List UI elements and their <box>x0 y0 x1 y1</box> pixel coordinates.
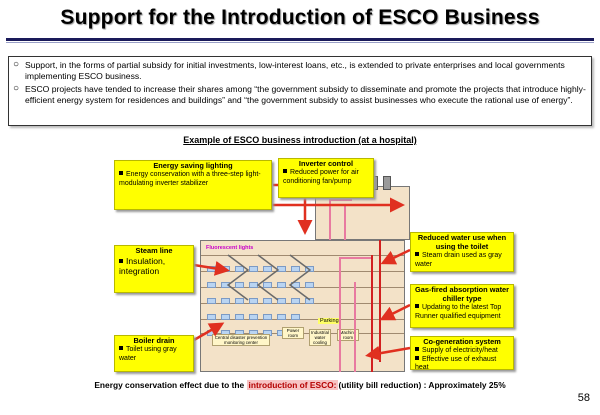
water-cooling-label: Industrial water cooling <box>309 329 331 346</box>
bullet-square-icon <box>283 169 287 173</box>
callout-body: Reduced power for air conditioning fan/p… <box>283 169 359 185</box>
callout-head: Steam line <box>135 246 173 255</box>
intro-box: ○ Support, in the forms of partial subsi… <box>8 56 592 126</box>
example-title: Example of ESCO business introduction (a… <box>183 135 417 145</box>
energy-conservation-summary: Energy conservation effect due to the in… <box>0 380 600 390</box>
callout-body: Steam drain used as gray water <box>415 252 502 268</box>
bullet-square-icon <box>415 347 419 351</box>
floor-line <box>201 319 404 320</box>
central-monitoring-label: Central disaster prevention monitoring c… <box>212 334 270 346</box>
bullet-square-icon <box>415 252 419 256</box>
bullet-square-icon <box>119 259 123 263</box>
title-divider-thin <box>6 42 594 43</box>
callout-head: Inverter control <box>298 159 354 168</box>
callout-absorption-chiller: Gas-fired absorption water chiller type … <box>410 284 514 328</box>
window-row <box>207 291 399 304</box>
power-room-label: Power room <box>282 327 304 339</box>
callout-steam-line: Steam line Insulation, integration <box>114 245 194 293</box>
callout-body: Insulation, integration <box>119 256 166 276</box>
intro-bullet-text: Support, in the forms of partial subsidy… <box>25 60 565 81</box>
parking-label: Parking <box>318 318 341 324</box>
title-divider <box>6 38 594 41</box>
callout-inverter-control: Inverter control Reduced power for air c… <box>278 158 374 198</box>
floor-line <box>201 255 404 256</box>
callout-co-generation: Co-generation system Supply of electrici… <box>410 336 514 371</box>
callout-head: Reduced water use when using the toilet <box>417 233 507 251</box>
callout-head: Gas-fired absorption water chiller type <box>414 285 510 303</box>
page-title: Support for the Introduction of ESCO Bus… <box>60 6 540 29</box>
circle-bullet-icon: ○ <box>13 83 20 94</box>
bullet-square-icon <box>415 304 419 308</box>
bullet-square-icon <box>119 171 123 175</box>
callout-body: Updating to the latest Top Runner qualif… <box>415 304 502 320</box>
fluorescent-lights-label: Fluorescent lights <box>206 245 254 251</box>
floor-line <box>201 303 404 304</box>
energy-prefix: Energy conservation effect due to the <box>94 380 247 390</box>
energy-suffix: (utility bill reduction) : Approximately… <box>338 380 506 390</box>
callout-head: Energy saving lighting <box>153 161 233 170</box>
window-row <box>207 275 399 288</box>
steam-pipes <box>329 199 372 372</box>
floor-line <box>201 287 404 288</box>
intro-bullet-text: ESCO projects have tended to increase th… <box>25 84 586 105</box>
callout-body: Toilet using gray water <box>119 346 177 362</box>
callout-reduced-water-use: Reduced water use when using the toilet … <box>410 232 514 272</box>
machine-room-label: Machine room <box>337 329 359 341</box>
callout-head: Co-generation system <box>423 337 501 346</box>
bullet-square-icon <box>415 355 419 360</box>
circle-bullet-icon: ○ <box>13 59 20 70</box>
floor-line <box>201 271 404 272</box>
bullet-square-icon <box>119 346 123 350</box>
window-row <box>207 307 399 320</box>
duct-lines <box>226 254 312 301</box>
callout-body: Supply of electricity/heat Effective use… <box>415 347 498 372</box>
energy-highlight: introduction of ESCO: <box>246 380 339 390</box>
intro-bullet: ○ Support, in the forms of partial subsi… <box>13 60 587 81</box>
page-number: 58 <box>577 392 590 404</box>
callout-energy-saving-lighting: Energy saving lighting Energy conservati… <box>114 160 272 210</box>
exhaust-stack <box>383 176 391 190</box>
callout-boiler-drain: Boiler drain Toilet using gray water <box>114 335 194 372</box>
callout-body: Energy conservation with a three-step li… <box>119 171 261 187</box>
intro-bullet: ○ ESCO projects have tended to increase … <box>13 84 587 105</box>
callout-head: Boiler drain <box>133 336 175 345</box>
